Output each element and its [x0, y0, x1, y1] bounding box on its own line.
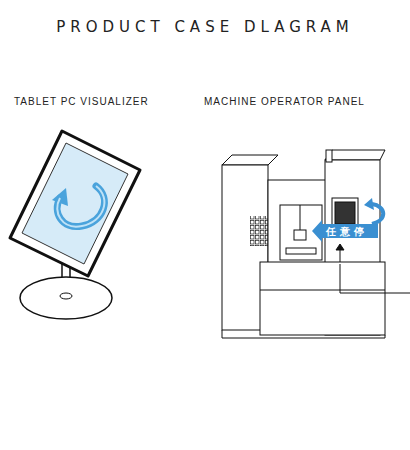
diagram-title: PRODUCT CASE DLAGRAM: [56, 18, 354, 36]
blue-arrow: [312, 198, 383, 242]
tablet-visualizer: [10, 131, 140, 319]
product-caption: TABLET PC VISUALIZER: [14, 96, 149, 107]
leader-line: [340, 264, 410, 293]
arrow-label: 任意停: [326, 225, 368, 239]
machine-tool: [222, 150, 385, 338]
product-caption: MACHINE OPERATOR PANEL: [204, 96, 365, 107]
